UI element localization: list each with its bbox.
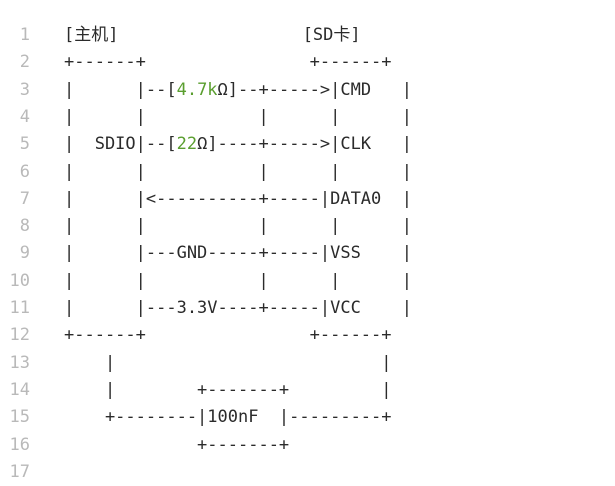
line-text: +------+ +------+	[64, 49, 392, 76]
code-segment: [主机] [SD卡]	[64, 25, 361, 45]
code-segment: | | | | |	[64, 216, 412, 237]
code-line[interactable]: 13 | |	[0, 350, 615, 377]
line-number: 4	[19, 106, 30, 127]
line-number: 17	[9, 461, 30, 482]
line-text: | SDIO|--[22Ω]----+----->|CLK |	[64, 131, 412, 158]
code-segment: | | | | |	[64, 161, 412, 182]
line-number: 16	[9, 434, 30, 455]
code-line[interactable]: 17	[0, 459, 615, 486]
line-text: | |---GND-----+-----|VSS |	[64, 240, 412, 267]
line-number: 8	[19, 216, 30, 237]
line-number: 5	[19, 134, 30, 155]
line-text: +--------|100nF |---------+	[64, 404, 392, 431]
line-number: 6	[19, 161, 30, 182]
line-number: 3	[19, 79, 30, 100]
code-line[interactable]: 7 | |<----------+-----|DATA0 |	[0, 186, 615, 213]
line-text: | |<----------+-----|DATA0 |	[64, 186, 412, 213]
code-segment: Ω]--+----->|CMD |	[217, 79, 413, 100]
code-line[interactable]: 2 +------+ +------+	[0, 49, 615, 76]
line-number: 2	[19, 52, 30, 73]
code-line[interactable]: 10 | | | | |	[0, 268, 615, 295]
line-number: 11	[9, 298, 30, 318]
line-text: [主机] [SD卡]	[64, 22, 361, 49]
line-number: 7	[19, 188, 30, 209]
code-segment: | SDIO|--[	[64, 134, 177, 155]
highlighted-value: 22	[176, 134, 198, 155]
line-number: 10	[9, 270, 30, 291]
code-segment: | +-------+ |	[64, 379, 392, 400]
line-number: 13	[9, 352, 30, 373]
code-segment: +------+ +------+	[64, 52, 392, 73]
code-line[interactable]: 14 | +-------+ |	[0, 377, 615, 404]
code-line[interactable]: 8 | | | | |	[0, 213, 615, 240]
code-segment: | |<----------+-----|DATA0 |	[64, 188, 412, 209]
line-text: +------+ +------+	[64, 322, 392, 349]
line-text: | | | | |	[64, 159, 412, 186]
code-segment: | |---3.3V----+-----|VCC |	[64, 298, 412, 318]
code-segment: | | | | |	[64, 106, 412, 127]
line-text: | |--[4.7kΩ]--+----->|CMD |	[64, 77, 412, 104]
code-segment: | | | | |	[64, 270, 412, 291]
line-text: | |---3.3V----+-----|VCC |	[64, 295, 412, 322]
line-number: 12	[9, 325, 30, 346]
line-text: | | | | |	[64, 213, 412, 240]
code-line[interactable]: 9 | |---GND-----+-----|VSS |	[0, 240, 615, 267]
line-text: | | | | |	[64, 268, 412, 295]
code-line[interactable]: 1 [主机] [SD卡]	[0, 22, 615, 49]
line-number: 14	[9, 379, 30, 400]
code-segment: Ω]----+----->|CLK |	[197, 134, 413, 155]
code-line[interactable]: 12 +------+ +------+	[0, 322, 615, 349]
code-line[interactable]: 3 | |--[4.7kΩ]--+----->|CMD |	[0, 77, 615, 104]
code-segment: +--------|100nF |---------+	[64, 407, 392, 428]
code-line[interactable]: 15 +--------|100nF |---------+	[0, 404, 615, 431]
line-number: 1	[19, 25, 30, 45]
code-segment: | |	[64, 352, 392, 373]
code-line[interactable]: 4 | | | | |	[0, 104, 615, 131]
line-text: | | | | |	[64, 104, 412, 131]
code-line[interactable]: 6 | | | | |	[0, 159, 615, 186]
code-segment: | |--[	[64, 79, 177, 100]
line-number: 9	[19, 243, 30, 264]
code-segment: +-------+	[64, 434, 290, 455]
code-line[interactable]: 5 | SDIO|--[22Ω]----+----->|CLK |	[0, 131, 615, 158]
line-text: | +-------+ |	[64, 377, 392, 404]
line-number: 15	[9, 407, 30, 428]
code-segment: +------+ +------+	[64, 325, 392, 346]
code-line[interactable]: 16 +-------+	[0, 432, 615, 459]
code-line[interactable]: 11 | |---3.3V----+-----|VCC |	[0, 295, 615, 322]
highlighted-value: 4.7k	[176, 79, 218, 100]
line-text: +-------+	[64, 432, 289, 459]
code-segment: | |---GND-----+-----|VSS |	[64, 243, 412, 264]
line-text: | |	[64, 350, 392, 377]
